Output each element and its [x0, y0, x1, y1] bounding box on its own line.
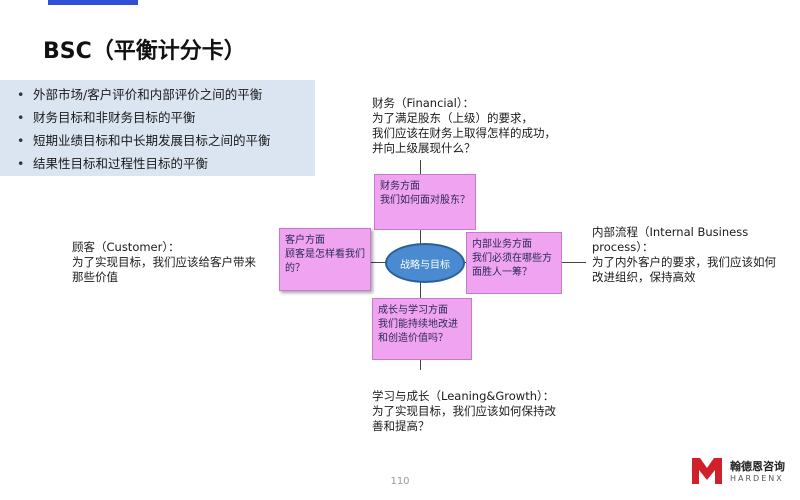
financial-box-title: 财务方面 — [380, 181, 420, 192]
bullet-item: 短期业绩目标和中长期发展目标之间的平衡 — [17, 129, 315, 152]
financial-box: 财务方面 我们如何面对股东？ — [374, 174, 476, 230]
logo-chinese-name: 翰德恩咨询 — [730, 460, 785, 473]
customer-heading: 顾客（Customer）： — [72, 240, 180, 254]
customer-box-text: 的？ — [285, 263, 305, 274]
growth-description: 学习与成长（Leaning&Growth）： 为了实现目标，我们应该如何保持改 … — [372, 389, 556, 434]
financial-description: 财务（Financial）： 为了满足股东（上级）的要求， 我们应该在财务上取得… — [372, 96, 556, 156]
growth-line: 为了实现目标，我们应该如何保持改 — [372, 404, 556, 418]
financial-line: 为了满足股东（上级）的要求， — [372, 111, 533, 125]
internal-box-text: 面胜人一筹？ — [472, 267, 532, 278]
bullet-item: 财务目标和非财务目标的平衡 — [17, 106, 315, 129]
bullet-item: 结果性目标和过程性目标的平衡 — [17, 152, 315, 175]
customer-box-title: 客户方面 — [285, 235, 325, 246]
internal-heading: 内部流程（Internal Business — [592, 225, 749, 239]
strategy-center-ellipse: 战略与目标 — [385, 243, 465, 283]
bullet-panel: 外部市场/客户评价和内部评价之间的平衡 财务目标和非财务目标的平衡 短期业绩目标… — [0, 80, 315, 176]
top-accent-bar — [48, 0, 138, 5]
internal-line: 为了内外客户的要求，我们应该如何 — [592, 255, 776, 269]
financial-line: 我们应该在财务上取得怎样的成功， — [372, 126, 556, 140]
growth-box-text: 我们能持续地改进 — [378, 319, 458, 330]
financial-box-text: 我们如何面对股东？ — [380, 195, 470, 206]
strategy-center-label: 战略与目标 — [400, 259, 450, 271]
growth-box: 成长与学习方面 我们能持续地改进 和创造价值吗？ — [372, 298, 472, 360]
customer-line: 那些价值 — [72, 270, 118, 284]
customer-description: 顾客（Customer）： 为了实现目标，我们应该给客户带来 那些价值 — [72, 240, 256, 285]
growth-box-text: 和创造价值吗？ — [378, 333, 448, 344]
page-title: BSC（平衡计分卡） — [43, 39, 246, 64]
customer-box: 客户方面 顾客是怎样看我们 的？ — [279, 228, 371, 291]
customer-line: 为了实现目标，我们应该给客户带来 — [72, 255, 256, 269]
financial-line: 并向上级展现什么？ — [372, 141, 476, 155]
page-number: 110 — [390, 476, 410, 487]
internal-line: 改进组织，保持高效 — [592, 270, 696, 284]
growth-line: 善和提高？ — [372, 419, 430, 433]
internal-box: 内部业务方面 我们必须在哪些方 面胜人一筹？ — [466, 232, 562, 294]
customer-box-text: 顾客是怎样看我们 — [285, 249, 365, 260]
internal-heading-cont: process）： — [592, 240, 654, 254]
logo-mark-icon — [692, 458, 722, 484]
internal-description: 内部流程（Internal Business process）： 为了内外客户的… — [592, 225, 776, 285]
growth-heading: 学习与成长（Leaning&Growth）： — [372, 389, 555, 403]
internal-box-title: 内部业务方面 — [472, 239, 532, 250]
bullet-item: 外部市场/客户评价和内部评价之间的平衡 — [17, 83, 315, 106]
internal-box-text: 我们必须在哪些方 — [472, 253, 552, 264]
company-logo: 翰德恩咨询 HARDENX — [690, 456, 790, 488]
financial-heading: 财务（Financial）： — [372, 96, 475, 110]
logo-english-name: HARDENX — [730, 474, 784, 483]
growth-box-title: 成长与学习方面 — [378, 305, 448, 316]
bullet-list: 外部市场/客户评价和内部评价之间的平衡 财务目标和非财务目标的平衡 短期业绩目标… — [0, 80, 315, 175]
